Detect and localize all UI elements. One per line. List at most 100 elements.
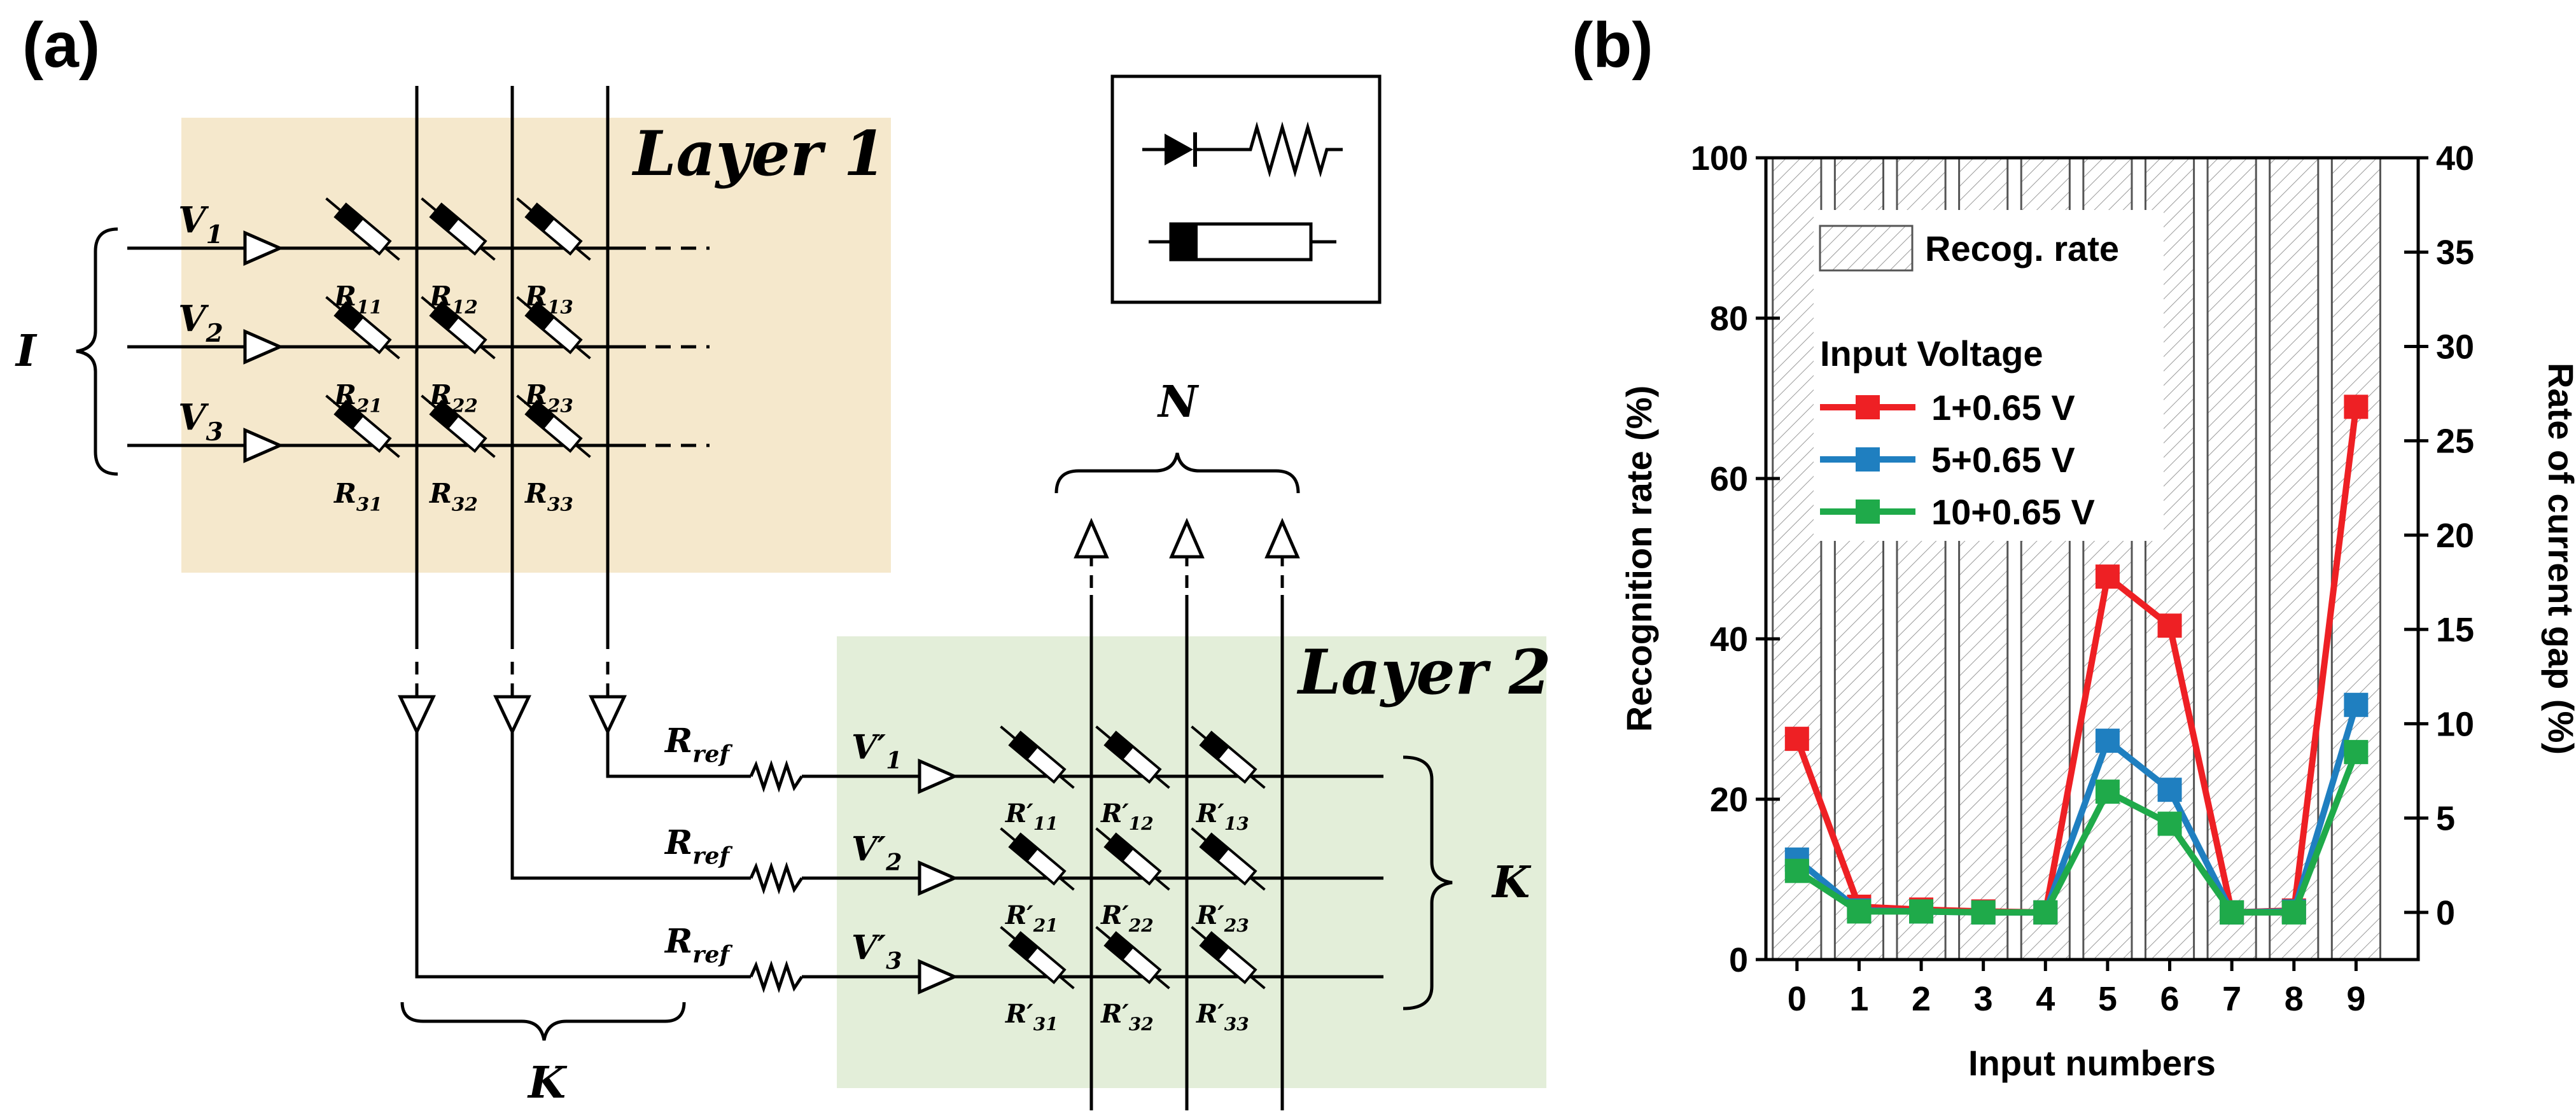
x-tick-label: 3 [1974,980,1993,1018]
series-marker [2220,900,2244,925]
layer2-title: Layer 2 [1296,636,1551,708]
layer2-resistor-label: R′22 [1100,900,1154,936]
memristor-icon [1000,827,1075,891]
right-tick-label: 0 [2436,894,2455,932]
x-tick-label: 2 [1912,980,1931,1018]
x-tick-label: 7 [2222,980,2241,1018]
transfer-buffer-icon [493,695,531,736]
layer2-resistor-label: R′13 [1196,799,1249,834]
input-brace: I [15,227,118,476]
recog-rate-bar [2269,157,2320,961]
legend-marker-swatch [1856,500,1880,524]
x-tick-label: 8 [2285,980,2304,1018]
series-marker [2157,613,2182,638]
layer2-resistor-label: R′21 [1005,900,1058,936]
layer2-background [837,636,1546,1088]
layer1-resistor-label: R33 [524,478,573,515]
layer1-output-group-label: K [527,1058,568,1108]
right-tick-label: 5 [2436,800,2455,838]
legend-bar-label: Recog. rate [1925,228,2119,269]
layer2-resistor-label: R′12 [1100,799,1154,834]
right-tick-label: 10 [2436,705,2474,743]
right-tick-label: 20 [2436,517,2474,555]
series-marker [1784,858,1809,883]
series-marker [1971,900,1996,925]
layer2-input-group-label: K [1491,857,1532,908]
memristor-icon [1000,926,1075,989]
reference-resistor-icon [749,760,804,793]
memristor-icon [421,197,496,261]
layer2-voltage-label: V′2 [851,830,902,876]
memristor-icon [1191,827,1266,891]
transfer-buffer-icon [589,695,627,736]
series-marker [2095,729,2120,753]
right-tick-label: 40 [2436,139,2474,178]
layer2-input-buffer-icon [918,860,959,896]
x-tick-label: 9 [2346,980,2365,1018]
series-marker [1909,899,1934,924]
output-buffer-icon [1264,517,1300,559]
layer2-input-brace: K [1403,755,1532,1010]
reference-resistor-label: Rref [664,722,733,768]
memristor-icon [516,395,591,458]
memristor-icon [325,197,400,261]
left-tick-label: 80 [1710,300,1748,338]
panel-b-label: (b) [1572,10,1653,81]
x-axis-title: Input numbers [1968,1043,2216,1083]
interlayer-wire [415,732,751,979]
layer1-resistor-label: R32 [429,478,478,515]
legend-series-label: 5+0.65 V [1931,440,2075,480]
reference-resistor-icon [749,960,804,993]
legend-series-label: 10+0.65 V [1931,492,2095,532]
layer1-title: Layer 1 [631,118,886,190]
series-marker [2344,395,2369,419]
left-tick-label: 0 [1729,941,1748,979]
transfer-buffer-icon [398,695,436,736]
legend-bar-swatch [1819,225,1914,272]
memristor-icon [1191,725,1266,789]
memristor-icon [421,296,496,360]
right-tick-label: 15 [2436,611,2474,649]
memristor-icon [325,296,400,360]
reference-resistor-icon [749,862,804,895]
legend-marker-swatch [1856,447,1880,472]
legend-series-label: 1+0.65 V [1931,388,2075,428]
memristor-icon [1095,827,1170,891]
interlayer-wire [510,732,751,880]
series-marker [2033,900,2058,925]
layer2-resistor-label: R′23 [1196,900,1249,936]
memristor-icon [516,197,591,261]
y-axis-left-title: Recognition rate (%) [1619,386,1659,732]
x-tick-label: 5 [2098,980,2117,1018]
series-marker [2344,692,2369,717]
input-group-label: I [15,326,38,377]
series-marker [2095,779,2120,804]
output-buffer-icon [1169,517,1205,559]
x-tick-label: 4 [2036,980,2055,1018]
series-marker [2095,564,2120,589]
layer2-resistor-label: R′33 [1196,999,1249,1035]
series-line [1795,751,2360,916]
input-buffer-icon [243,428,284,463]
layer1-output-brace: K [400,1002,686,1108]
series-marker [1784,727,1809,751]
input-voltage-label: V1 [178,199,223,249]
x-tick-label: 6 [2160,980,2180,1018]
right-tick-label: 35 [2436,234,2474,272]
right-tick-label: 30 [2436,328,2474,366]
memristor-icon [421,395,496,458]
series-marker [2281,900,2306,925]
series-marker [1847,899,1872,924]
panel-a-label: (a) [22,10,100,81]
input-buffer-icon [243,329,284,365]
plot-frame [1764,156,2420,961]
interlayer-wire [606,732,751,778]
left-tick-label: 40 [1710,620,1748,659]
memristor-icon [1000,725,1075,789]
left-tick-label: 60 [1710,460,1748,498]
